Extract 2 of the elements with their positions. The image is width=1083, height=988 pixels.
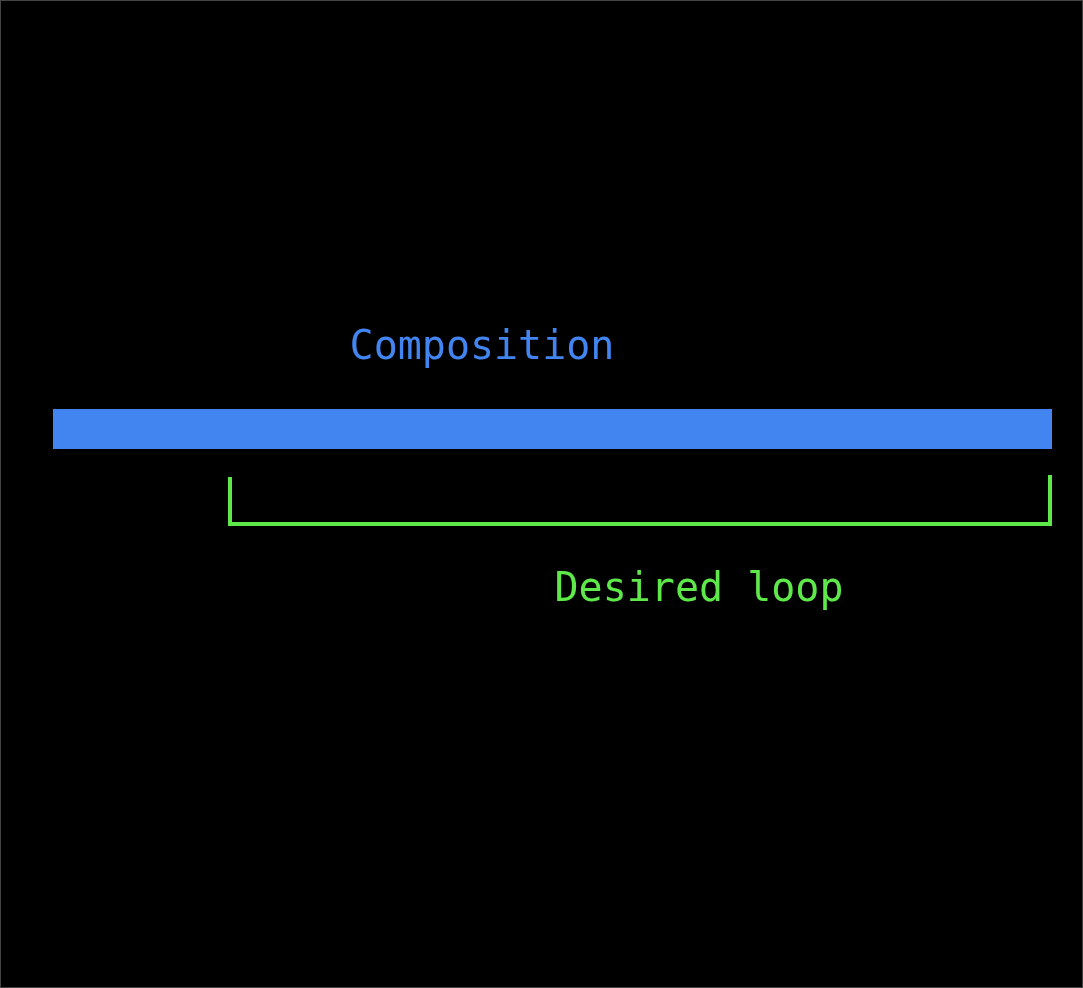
bar-label: Composition [349, 321, 615, 370]
bracket-label: Desired loop [554, 563, 844, 612]
